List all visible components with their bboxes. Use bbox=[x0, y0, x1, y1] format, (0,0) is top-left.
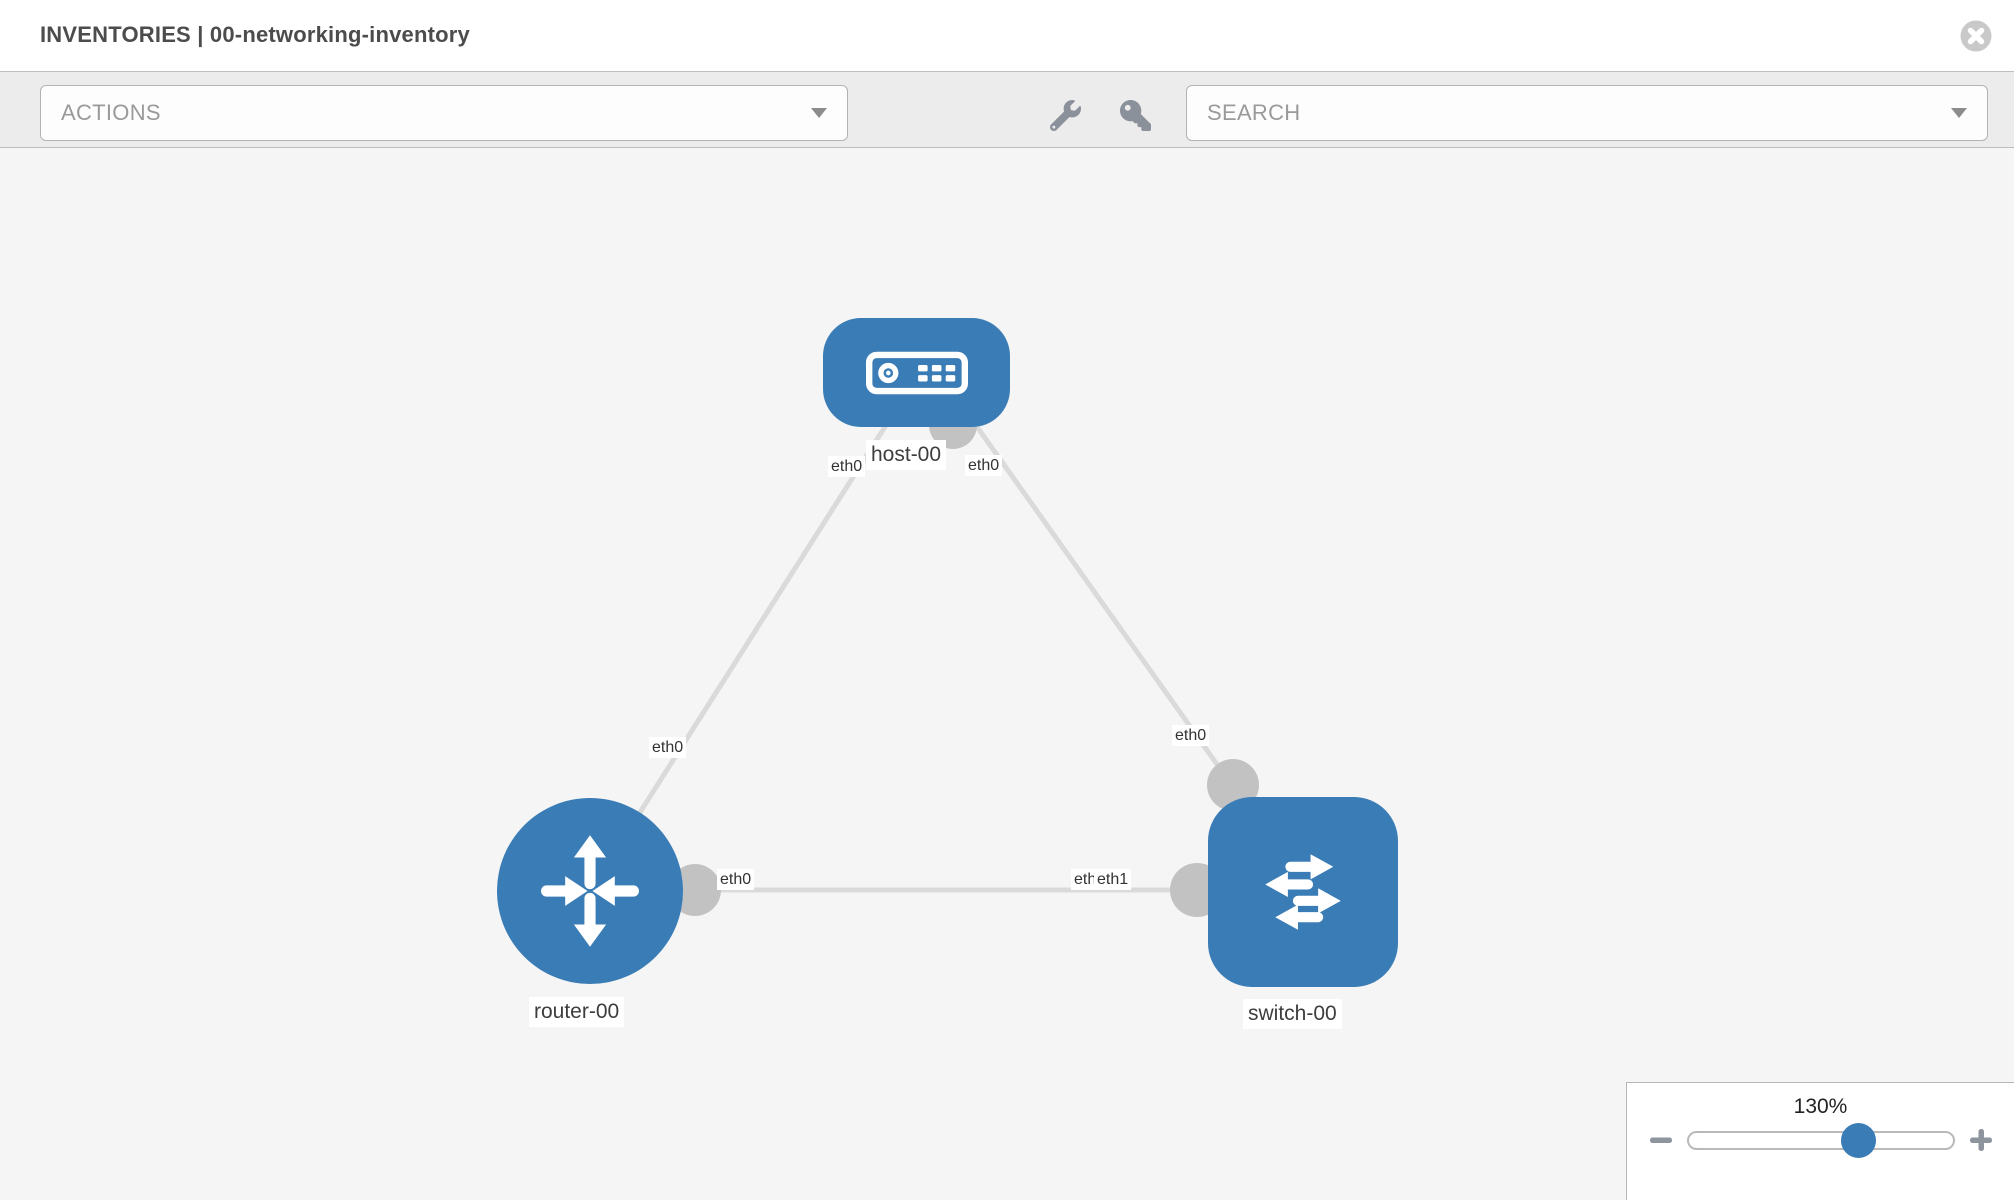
close-icon bbox=[1960, 20, 1992, 52]
key-button[interactable] bbox=[1116, 96, 1154, 134]
router-icon bbox=[541, 835, 639, 947]
page-title: INVENTORIES | 00-networking-inventory bbox=[40, 22, 470, 47]
chevron-down-icon bbox=[811, 108, 827, 118]
node-label-switch-00: switch-00 bbox=[1243, 999, 1342, 1029]
zoom-level: 130% bbox=[1793, 1095, 1848, 1118]
node-label-router-00: router-00 bbox=[529, 997, 625, 1027]
host-icon bbox=[865, 351, 968, 394]
plus-icon bbox=[1969, 1129, 1992, 1151]
interface-label-switch00-eth0: eth0 bbox=[1172, 725, 1210, 746]
zoom-slider-handle[interactable] bbox=[1840, 1122, 1876, 1158]
search-dropdown-label: SEARCH bbox=[1207, 100, 1301, 125]
zoom-slider-track[interactable] bbox=[1686, 1122, 1955, 1158]
wrench-icon bbox=[1049, 99, 1081, 131]
toolbar: ACTIONS SEARCH bbox=[0, 72, 2014, 148]
topology-links-layer bbox=[587, 376, 1303, 917]
node-host-00[interactable] bbox=[823, 318, 1010, 427]
minus-icon bbox=[1649, 1137, 1672, 1143]
zoom-control-panel: 130% bbox=[1626, 1082, 2014, 1200]
interface-label-host00-eth0-to-switch: eth0 bbox=[965, 455, 1003, 476]
zoom-in-button[interactable] bbox=[1968, 1127, 1994, 1153]
interface-label-router00-eth0-to-switch: eth0 bbox=[717, 869, 755, 890]
configure-button[interactable] bbox=[1046, 96, 1084, 134]
key-icon bbox=[1119, 99, 1151, 131]
topology-canvas[interactable]: host-00 router-00 switch-00 eth0 eth0 et… bbox=[0, 148, 2014, 1200]
actions-dropdown-label: ACTIONS bbox=[61, 100, 161, 125]
zoom-out-button[interactable] bbox=[1648, 1127, 1674, 1153]
node-switch-00[interactable] bbox=[1208, 797, 1398, 987]
actions-dropdown[interactable]: ACTIONS bbox=[40, 85, 848, 141]
title-bar: INVENTORIES | 00-networking-inventory bbox=[0, 0, 2014, 72]
node-router-00[interactable] bbox=[497, 798, 683, 984]
interface-label-router00-eth0-to-host: eth0 bbox=[649, 737, 687, 758]
switch-icon bbox=[1265, 854, 1341, 930]
node-label-host-00: host-00 bbox=[866, 440, 947, 470]
search-dropdown[interactable]: SEARCH bbox=[1186, 85, 1988, 141]
chevron-down-icon bbox=[1951, 108, 1967, 118]
interface-label-host00-eth0-to-router: eth0 bbox=[828, 456, 866, 477]
close-button[interactable] bbox=[1960, 20, 1992, 52]
interface-label-switch00-eth1: eth1 bbox=[1094, 869, 1132, 890]
